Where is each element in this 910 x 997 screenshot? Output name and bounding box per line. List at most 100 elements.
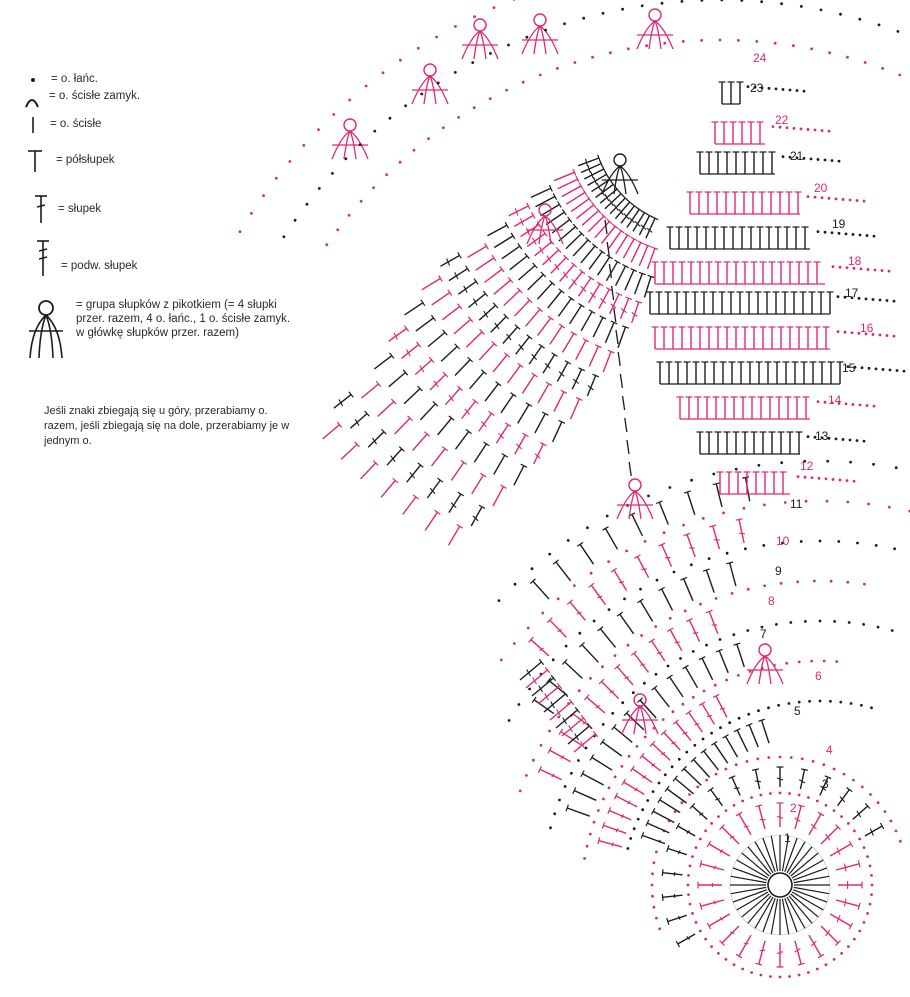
fan-chain — [601, 723, 605, 726]
top-chain — [877, 23, 881, 27]
round-number-18: 18 — [848, 254, 862, 268]
round-number-2: 2 — [790, 801, 797, 815]
stitch-top — [432, 400, 439, 407]
stitch-top — [576, 541, 584, 547]
chain-dot — [858, 403, 862, 407]
fan-chain — [525, 774, 528, 777]
fan-chain — [728, 721, 732, 725]
left-leaf-stitch — [492, 486, 505, 507]
stitch-top — [661, 869, 664, 877]
leaf-stem-stitch — [531, 677, 554, 697]
fan-chain — [804, 499, 808, 503]
fan-stitch — [569, 601, 586, 621]
stitch-bar — [686, 830, 691, 834]
top-chain — [412, 148, 416, 152]
stitch-bar — [480, 421, 487, 428]
stitch-top — [548, 184, 553, 192]
spine-stitch — [628, 461, 632, 477]
stitch-top — [364, 410, 370, 417]
fan-chain — [530, 567, 534, 571]
round-2-chain — [694, 846, 698, 849]
stitch-bar — [593, 177, 598, 185]
fan-chain — [647, 494, 650, 498]
chain-dot — [831, 265, 835, 269]
stitch-top — [457, 303, 463, 310]
top-chain — [325, 243, 329, 247]
fan-chain — [671, 710, 675, 714]
chain-dot — [892, 334, 896, 338]
stitch-bar — [544, 693, 549, 701]
stitch-bar — [671, 741, 677, 745]
fan-chain — [799, 540, 803, 543]
top-chain — [250, 212, 253, 215]
chain-dot — [820, 129, 824, 132]
fan-stitch — [701, 657, 714, 681]
stitch-top — [857, 902, 861, 910]
fan-chain — [570, 771, 573, 775]
stitch-bar — [694, 722, 700, 726]
stitch-top — [651, 685, 658, 691]
legend-label: = podw. słupek — [61, 260, 138, 272]
stitch-bar — [450, 502, 457, 509]
stitch-bar — [531, 353, 538, 360]
left-leaf-stitch — [518, 264, 536, 281]
fan-stitch — [582, 773, 605, 786]
round-1-stitch — [762, 897, 776, 933]
stitch-bar — [518, 344, 524, 351]
top-chain — [472, 106, 476, 110]
stitch-top — [524, 252, 530, 260]
stitch-bar — [798, 779, 806, 784]
stitch-top — [631, 203, 638, 209]
round-2-chain — [868, 864, 872, 868]
fan-stitch — [715, 483, 723, 508]
left-leaf-stitch — [427, 331, 446, 348]
top-chain — [331, 172, 334, 175]
stitch-bar — [682, 731, 688, 735]
top-chain — [293, 218, 297, 222]
round-4-chain — [705, 778, 708, 782]
left-leaf-stitch — [622, 238, 635, 259]
chain-dot — [824, 477, 828, 481]
left-leaf-stitch — [608, 293, 620, 315]
stitch-top — [574, 706, 581, 714]
round-1-stitch — [770, 898, 779, 935]
cluster-leg — [654, 20, 662, 50]
round-2-stitch — [794, 940, 802, 965]
spine-stitch — [624, 417, 628, 433]
stitch-top — [681, 765, 687, 772]
stitch-top — [848, 840, 854, 848]
stitch-top — [412, 494, 420, 500]
spine-stitch — [610, 285, 615, 301]
chain-dot — [852, 266, 856, 270]
left-leaf-stitch — [556, 361, 569, 382]
stitch-bar — [572, 378, 580, 384]
stitch-top — [797, 804, 805, 808]
stitch-bar — [628, 217, 635, 224]
cluster-leg — [628, 490, 636, 520]
stitch-top — [584, 694, 590, 701]
chain-dot — [771, 125, 775, 129]
chain-dot — [888, 368, 892, 372]
left-leaf-stitch — [517, 404, 530, 424]
stitch-top — [797, 962, 805, 966]
round-2-chain — [840, 952, 843, 955]
stitch-top — [456, 523, 464, 529]
round-2-chain — [788, 792, 791, 795]
stitch-top — [526, 334, 533, 340]
left-leaf-stitch — [440, 345, 458, 362]
round-1-stitch — [790, 852, 819, 877]
stitch-top — [645, 819, 650, 827]
fan-chain — [636, 817, 640, 821]
cluster-leg — [343, 130, 351, 160]
round-number-7: 7 — [760, 627, 767, 641]
fan-chain — [890, 629, 894, 632]
fan-chain — [725, 551, 729, 555]
chain-dot — [862, 199, 866, 203]
chain-dot — [837, 401, 841, 405]
round-4-chain — [651, 894, 654, 898]
round-2-stitch — [808, 813, 822, 836]
stitch-bar — [839, 796, 846, 803]
left-leaf-stitch — [361, 383, 379, 399]
fan-chain — [872, 462, 875, 466]
fan-chain — [826, 459, 830, 463]
